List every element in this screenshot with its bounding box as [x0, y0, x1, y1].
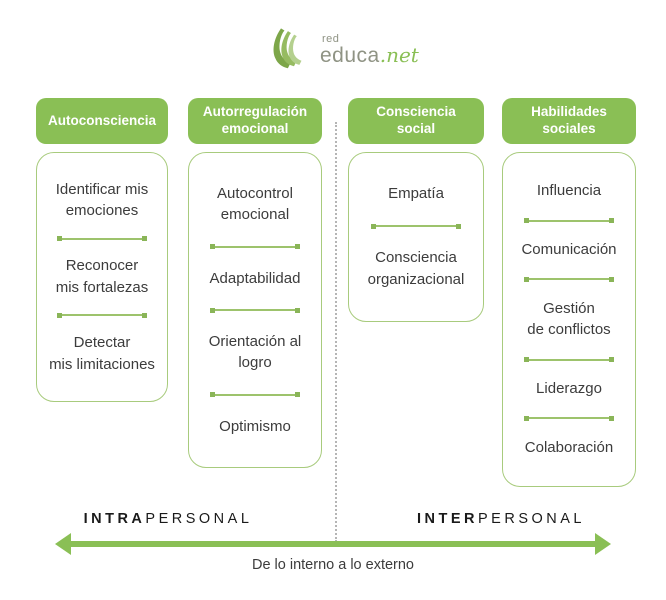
item-divider — [210, 392, 300, 398]
intrapersonal-label-bold: INTRA — [83, 511, 146, 527]
skill-item: Empatía — [388, 185, 444, 203]
logo-word-red: red — [322, 33, 340, 45]
skill-item: Optimismo — [219, 417, 291, 435]
logo: red educa.net — [270, 20, 419, 78]
bidirectional-arrow — [55, 533, 611, 555]
interpersonal-label-rest: PERSONAL — [478, 511, 585, 527]
column-autorregulacion-emocional: Autorregulación emocional Autocontrol em… — [188, 98, 322, 468]
skill-item: Influencia — [536, 182, 602, 200]
skill-item: Autocontrol emocional — [217, 184, 293, 224]
skill-item: Liderazgo — [536, 380, 602, 398]
skill-item: Detectar mis limitaciones — [49, 333, 155, 373]
skill-item: Adaptabilidad — [209, 269, 301, 287]
skill-item: Consciencia organizacional — [367, 249, 465, 289]
column-card: Autocontrol emocional Adaptabilidad Orie… — [188, 152, 322, 468]
column-header: Autorregulación emocional — [188, 98, 322, 144]
item-divider — [57, 312, 147, 318]
axis-caption: De lo interno a lo externo — [251, 557, 414, 573]
intrapersonal-label-rest: PERSONAL — [145, 511, 253, 527]
intrapersonal-label: INTRAPERSONAL — [0, 511, 336, 527]
skill-item: Comunicación — [521, 241, 617, 259]
fan-leaves-icon — [273, 28, 302, 69]
skill-item: Identificar mis emociones — [55, 180, 149, 220]
item-divider — [371, 223, 461, 229]
item-divider — [57, 236, 147, 242]
item-divider — [524, 357, 614, 363]
item-divider — [524, 218, 614, 224]
column-card: Empatía Consciencia organizacional — [348, 152, 484, 322]
column-card: Influencia Comunicación Gestión de confl… — [502, 152, 636, 487]
column-autoconsciencia: Autoconsciencia Identificar mis emocione… — [36, 98, 168, 402]
logo-wordmark: red educa.net — [320, 33, 419, 67]
item-divider — [524, 276, 614, 282]
column-card: Identificar mis emociones Reconocer mis … — [36, 152, 168, 402]
skill-item: Colaboración — [524, 438, 614, 456]
column-header: Consciencia social — [348, 98, 484, 144]
column-header: Autoconsciencia — [36, 98, 168, 144]
logo-word-educa: educa — [320, 44, 380, 67]
logo-word-net: .net — [379, 43, 419, 67]
column-header: Habilidades sociales — [502, 98, 636, 144]
column-consciencia-social: Consciencia social Empatía Consciencia o… — [348, 98, 484, 322]
item-divider — [210, 307, 300, 313]
item-divider — [210, 244, 300, 250]
skill-item: Reconocer mis fortalezas — [55, 257, 149, 296]
interpersonal-label: INTERPERSONAL — [336, 511, 666, 527]
item-divider — [524, 415, 614, 421]
skill-item: Gestión de conflictos — [527, 299, 611, 339]
center-divider-line — [335, 122, 337, 542]
column-habilidades-sociales: Habilidades sociales Influencia Comunica… — [502, 98, 636, 487]
skill-item: Orientación al logro — [208, 332, 302, 372]
interpersonal-label-bold: INTER — [417, 511, 478, 527]
